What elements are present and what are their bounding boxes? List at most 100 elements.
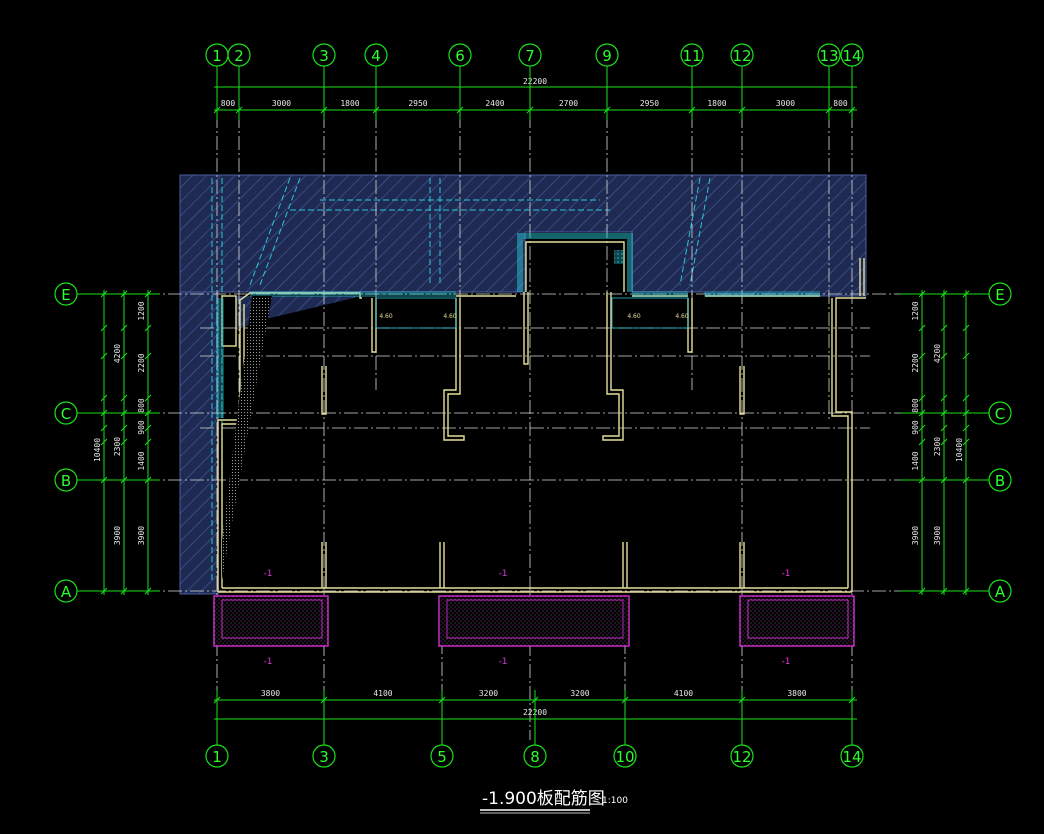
slab-mark: -1	[782, 657, 791, 667]
top-dimension-segment: 1800	[707, 99, 726, 108]
bottom-dimension-segment: 3800	[261, 689, 280, 698]
right-axis-bubble-E: E	[900, 282, 1012, 306]
dim-tick	[940, 424, 948, 432]
dim-tick	[918, 438, 926, 446]
top-axis-bubble-2-label: 2	[234, 47, 244, 65]
top-dimension-segment: 800	[833, 99, 848, 108]
top-axis-bubble-2: 2	[227, 43, 251, 120]
right-axis-bubble-C: C	[900, 401, 1012, 425]
side-outer-dimension: 4200	[933, 344, 942, 363]
top-axis-bubble-11-label: 11	[682, 47, 701, 65]
top-dimension-segment: 2700	[559, 99, 578, 108]
drawing-title: -1.900板配筋图	[482, 789, 605, 809]
bottom-axis-bubble-1: 1	[205, 690, 229, 768]
left-axis-bubble-A-label: A	[61, 583, 72, 601]
left-axis-bubble-B: B	[54, 468, 160, 492]
side-inner-dimension: 800	[911, 398, 920, 413]
bottom-dimension-segment: 3200	[479, 689, 498, 698]
dim-tick	[144, 352, 152, 360]
dim-tick	[962, 438, 970, 446]
top-dimension-segment: 2400	[485, 99, 504, 108]
bottom-axis-bubbles: 1 3 5 8 10 12 14	[205, 690, 864, 768]
side-inner-dimension: 3900	[911, 526, 920, 545]
top-dimension-segment: 3000	[776, 99, 795, 108]
top-axis-bubble-4-label: 4	[371, 47, 381, 65]
dim-tick	[100, 394, 108, 402]
dim-tick	[120, 438, 128, 446]
top-axis-bubble-12-label: 12	[732, 47, 751, 65]
side-inner-dimension: 1200	[137, 301, 146, 320]
dim-tick	[100, 438, 108, 446]
right-axis-bubble-E-label: E	[995, 286, 1004, 304]
side-inner-dimension: 2200	[911, 353, 920, 372]
top-axis-bubble-1-label: 1	[212, 47, 222, 65]
dim-tick	[100, 352, 108, 360]
right-axis-bubbles: E C B A	[900, 282, 1012, 603]
side-outer-dimension: 2300	[933, 437, 942, 456]
left-axis-bubble-B-label: B	[61, 472, 71, 490]
dim-tick	[940, 324, 948, 332]
bottom-axis-bubble-10-label: 10	[615, 748, 634, 766]
top-dimension-segment: 800	[221, 99, 236, 108]
dim-tick	[962, 394, 970, 402]
top-axis-bubble-7-label: 7	[525, 47, 535, 65]
side-outer-dimension: 2300	[113, 437, 122, 456]
side-inner-dimension: 1200	[911, 301, 920, 320]
dim-tick	[120, 324, 128, 332]
bottom-axis-bubble-5: 5	[430, 690, 454, 768]
bottom-axis-bubble-12: 12	[730, 690, 754, 768]
bottom-axis-bubble-3: 3	[312, 690, 336, 768]
ramp-wedge	[222, 296, 272, 580]
top-dimension-segment: 2950	[408, 99, 427, 108]
right-axis-bubble-A: A	[900, 579, 1012, 603]
slab-mark: -1	[264, 657, 273, 667]
dim-tick	[120, 352, 128, 360]
bottom-axis-bubble-12-label: 12	[732, 748, 751, 766]
side-inner-dimension: 2200	[137, 353, 146, 372]
top-dimension-segment: 3000	[272, 99, 291, 108]
top-axis-bubble-1: 1	[205, 43, 229, 120]
room-tag: 4.60	[627, 313, 641, 320]
side-inner-dimension: 900	[137, 420, 146, 435]
left-axis-bubble-A: A	[54, 579, 160, 603]
bottom-axis-bubble-3-label: 3	[319, 748, 329, 766]
top-axis-bubble-9-label: 9	[602, 47, 612, 65]
side-outer-dimension: 3900	[933, 526, 942, 545]
side-total-dimension: 10400	[955, 438, 964, 462]
slab-mark: -1	[264, 569, 273, 579]
top-dimension-segment: 1800	[340, 99, 359, 108]
bottom-axis-bubble-8-label: 8	[530, 748, 540, 766]
bottom-axis-bubble-10: 10	[613, 690, 637, 768]
bottom-axis-bubble-14-label: 14	[842, 748, 861, 766]
top-axis-bubble-12: 12	[730, 43, 754, 120]
slab-mark: -1	[499, 657, 508, 667]
top-axis-bubble-14-label: 14	[842, 47, 861, 65]
bottom-dimension-segment: 3800	[787, 689, 806, 698]
dim-tick	[940, 438, 948, 446]
dim-tick	[918, 324, 926, 332]
dim-tick	[144, 438, 152, 446]
side-inner-dimension: 1400	[911, 451, 920, 470]
dim-tick	[120, 394, 128, 402]
bottom-dimension-segment: 3200	[570, 689, 589, 698]
side-inner-dimension: 800	[137, 398, 146, 413]
top-axis-bubble-7: 7	[518, 43, 542, 120]
dim-tick	[120, 424, 128, 432]
slab-marks: -1 -1 -1 -1 -1 -1	[264, 569, 791, 667]
top-dimension-segment: 2950	[640, 99, 659, 108]
side-inner-dimension: 3900	[137, 526, 146, 545]
dim-tick	[940, 394, 948, 402]
dim-tick	[100, 424, 108, 432]
dim-tick	[100, 324, 108, 332]
top-axis-bubble-6-label: 6	[455, 47, 465, 65]
bottom-dimension-segment: 4100	[674, 689, 693, 698]
right-axis-bubble-A-label: A	[995, 583, 1006, 601]
bottom-axis-bubble-1-label: 1	[212, 748, 222, 766]
bottom-dimension-segment: 4100	[373, 689, 392, 698]
dim-tick	[962, 424, 970, 432]
shaft-opening	[517, 233, 633, 292]
right-axis-bubble-B: B	[900, 468, 1012, 492]
left-axis-bubble-C-label: C	[61, 405, 71, 423]
